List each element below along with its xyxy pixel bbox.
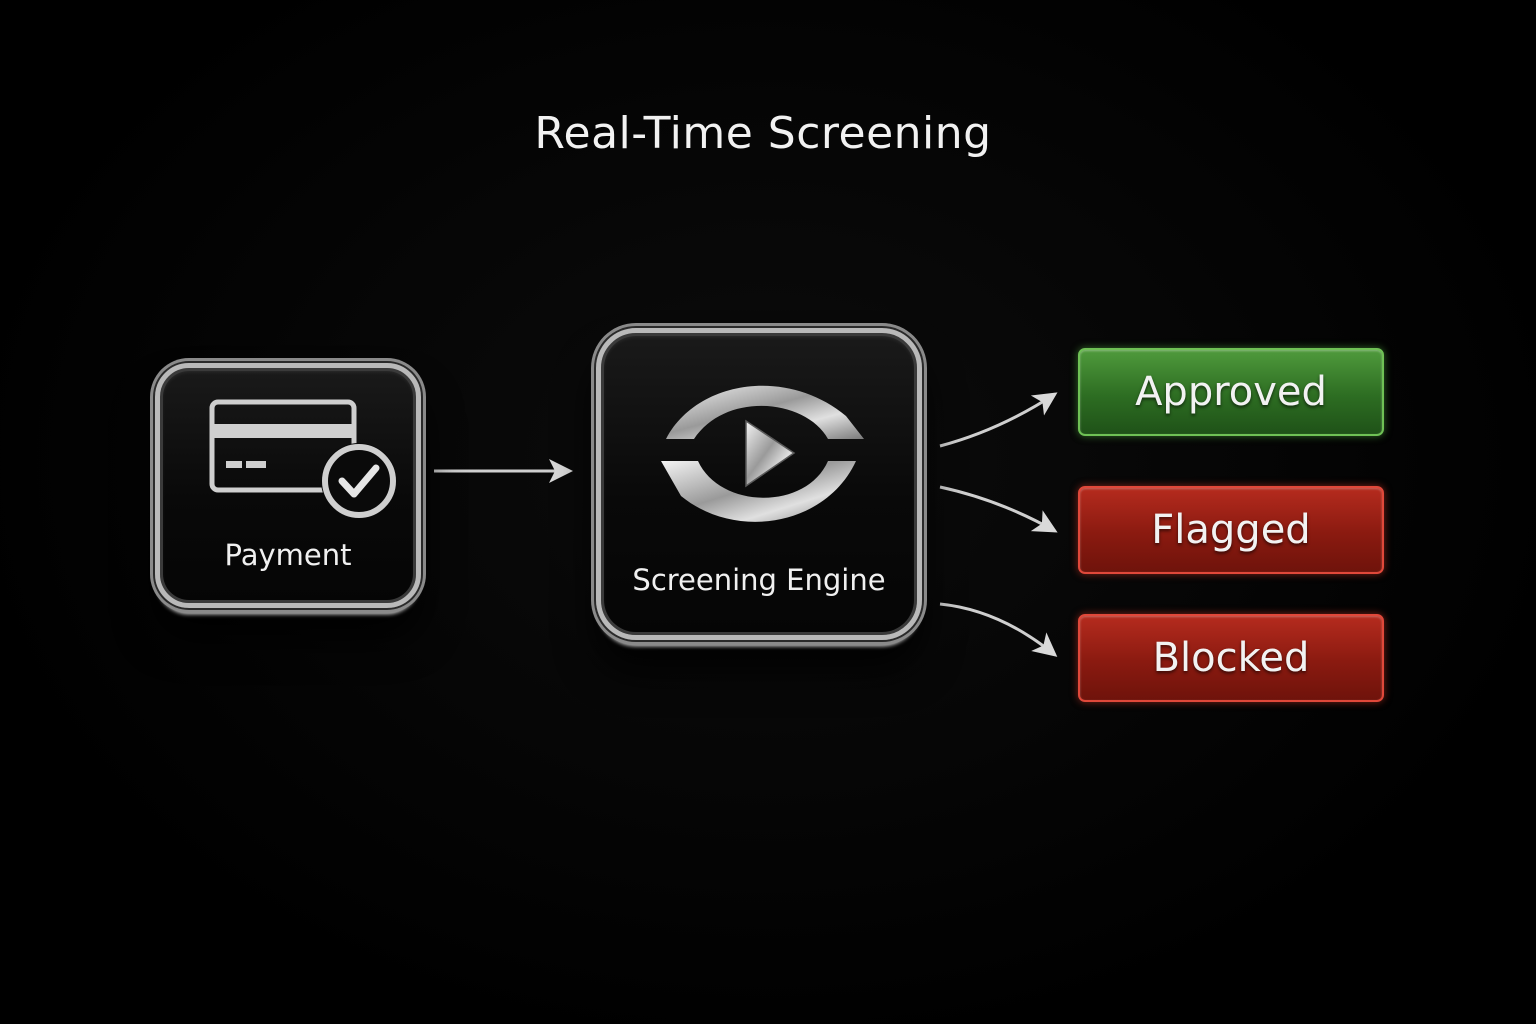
arrow-engine-to-approved [939,392,1058,448]
outcome-flagged: Flagged [1078,486,1384,574]
diagram-title: Real-Time Screening [534,108,992,159]
payment-label: Payment [224,538,352,572]
screening-engine-label: Screening Engine [632,563,886,597]
outcome-blocked: Blocked [1078,614,1384,702]
payment-node: Payment [155,363,421,608]
arrow-engine-to-blocked [939,602,1058,657]
arrow-engine-to-flagged [939,485,1058,533]
cycle-play-icon [661,385,864,522]
credit-card-check-icon [209,399,397,519]
screening-engine-node: Screening Engine [596,328,922,640]
outcome-approved: Approved [1078,348,1384,436]
